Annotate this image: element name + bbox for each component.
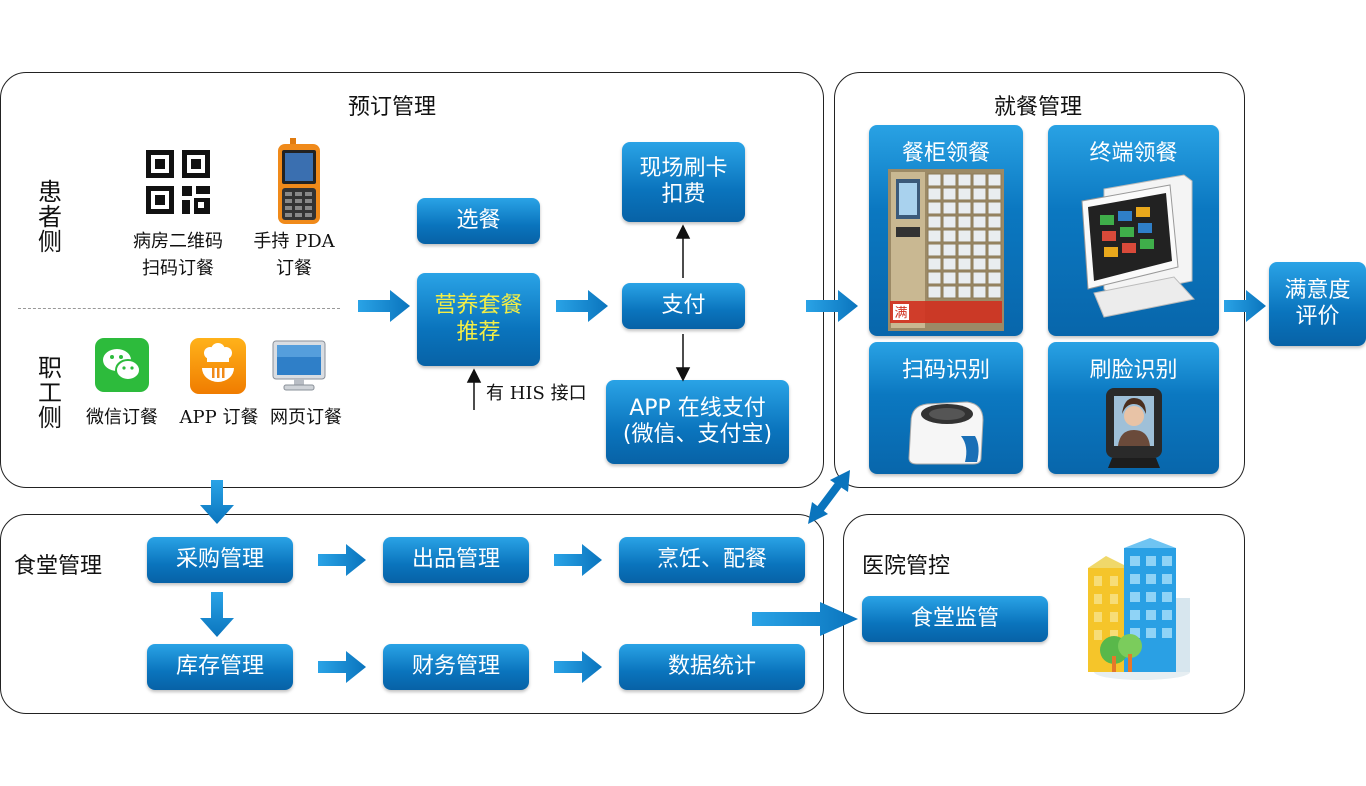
arrow-to-supervision: [752, 602, 858, 636]
meal-cabinet-icon: 满: [888, 169, 1004, 331]
locker-cell: [927, 257, 942, 271]
monitor-icon: [272, 340, 326, 391]
qr-order-label: 病房二维码扫码订餐: [133, 231, 223, 279]
locker-cell: [987, 257, 1002, 271]
wechat-order-label: 微信订餐: [86, 407, 158, 428]
canteen-title: 食堂管理: [14, 554, 103, 579]
arrow-finance-statistics: [554, 651, 602, 683]
arrow-output-cooking: [554, 544, 602, 576]
locker-cell: [927, 229, 942, 243]
his-interface-note: 有 HIS 接口: [486, 383, 587, 404]
arrow-booking-to-canteen: [200, 480, 234, 524]
locker-cell: [957, 257, 972, 271]
locker-cell: [942, 257, 957, 271]
pos-terminal-icon: [1081, 174, 1195, 318]
satisfaction-evaluation-button[interactable]: 满意度评价: [1269, 262, 1366, 346]
locker-cell: [957, 187, 972, 201]
output-management-button[interactable]: 出品管理: [383, 537, 529, 583]
locker-cell: [957, 201, 972, 215]
cabinet-brand-text: 满: [894, 306, 907, 321]
nutrition-recommend-button[interactable]: 营养套餐推荐: [417, 273, 540, 366]
locker-cell: [927, 243, 942, 257]
staff-side-label: 职工侧: [38, 354, 62, 433]
locker-cell: [942, 243, 957, 257]
locker-cell: [927, 271, 942, 285]
locker-cell: [987, 187, 1002, 201]
locker-cell: [942, 229, 957, 243]
cooking-distribution-button[interactable]: 烹饪、配餐: [619, 537, 805, 583]
select-meal-button[interactable]: 选餐: [417, 198, 540, 244]
face-recognition-card[interactable]: 刷脸识别: [1048, 342, 1219, 474]
purchase-management-button[interactable]: 采购管理: [147, 537, 293, 583]
locker-cell: [987, 243, 1002, 257]
qr-code-icon: [146, 150, 210, 214]
buildings-icon: [1088, 538, 1190, 680]
wechat-icon: [95, 338, 149, 392]
app-order-label: APP 订餐: [179, 407, 259, 428]
data-statistics-button[interactable]: 数据统计: [619, 644, 805, 690]
canteen-supervision-button[interactable]: 食堂监管: [862, 596, 1048, 642]
locker-cell: [987, 215, 1002, 229]
scan-recognition-card[interactable]: 扫码识别: [869, 342, 1023, 474]
locker-cell: [972, 187, 987, 201]
locker-cell: [987, 285, 1002, 299]
locker-cell: [987, 173, 1002, 187]
locker-cell: [927, 215, 942, 229]
pda-device-icon: [278, 138, 320, 224]
locker-cell: [957, 271, 972, 285]
dining-title: 就餐管理: [994, 95, 1083, 120]
barcode-scanner-icon: [908, 401, 984, 465]
locker-cell: [972, 215, 987, 229]
locker-cell: [957, 215, 972, 229]
onsite-card-button[interactable]: 现场刷卡扣费: [622, 142, 745, 222]
locker-cell: [972, 229, 987, 243]
booking-title: 预订管理: [348, 95, 437, 120]
arrow-inventory-finance: [318, 651, 366, 683]
arrow-dining-canteen-link: [808, 470, 850, 524]
locker-cell: [972, 285, 987, 299]
locker-cell: [942, 215, 957, 229]
arrow-to-satisfaction: [1224, 290, 1266, 322]
arrow-to-dining: [806, 290, 858, 322]
locker-cell: [972, 201, 987, 215]
finance-management-button[interactable]: 财务管理: [383, 644, 529, 690]
terminal-pickup-card[interactable]: 终端领餐: [1048, 125, 1219, 336]
hospital-title: 医院管控: [862, 554, 951, 579]
locker-cell: [927, 173, 942, 187]
pay-button[interactable]: 支付: [622, 283, 745, 329]
locker-cell: [942, 271, 957, 285]
locker-cell: [927, 187, 942, 201]
locker-cell: [972, 173, 987, 187]
arrow-purchase-inventory: [200, 592, 234, 637]
locker-cell: [957, 173, 972, 187]
locker-cell: [942, 201, 957, 215]
locker-cell: [987, 271, 1002, 285]
locker-cell: [972, 243, 987, 257]
locker-cell: [972, 271, 987, 285]
arrow-purchase-output: [318, 544, 366, 576]
arrow-to-nutrition: [358, 290, 410, 322]
app-chef-icon: [190, 338, 246, 394]
locker-cell: [957, 243, 972, 257]
patient-side-label: 患者侧: [38, 178, 62, 257]
arrow-to-pay: [556, 290, 608, 322]
inventory-management-button[interactable]: 库存管理: [147, 644, 293, 690]
locker-cell: [927, 285, 942, 299]
side-divider: [18, 308, 340, 309]
web-order-label: 网页订餐: [270, 407, 342, 428]
locker-cell: [957, 229, 972, 243]
locker-cell: [957, 285, 972, 299]
locker-cell: [927, 201, 942, 215]
locker-cell: [942, 187, 957, 201]
locker-cell: [942, 173, 957, 187]
face-scanner-icon: [1106, 388, 1162, 468]
locker-cell: [972, 257, 987, 271]
locker-cell: [942, 285, 957, 299]
locker-cell: [987, 201, 1002, 215]
cabinet-pickup-card[interactable]: 餐柜领餐 满: [869, 125, 1023, 336]
app-online-pay-button[interactable]: APP 在线支付(微信、支付宝): [606, 380, 789, 464]
locker-cell: [987, 229, 1002, 243]
